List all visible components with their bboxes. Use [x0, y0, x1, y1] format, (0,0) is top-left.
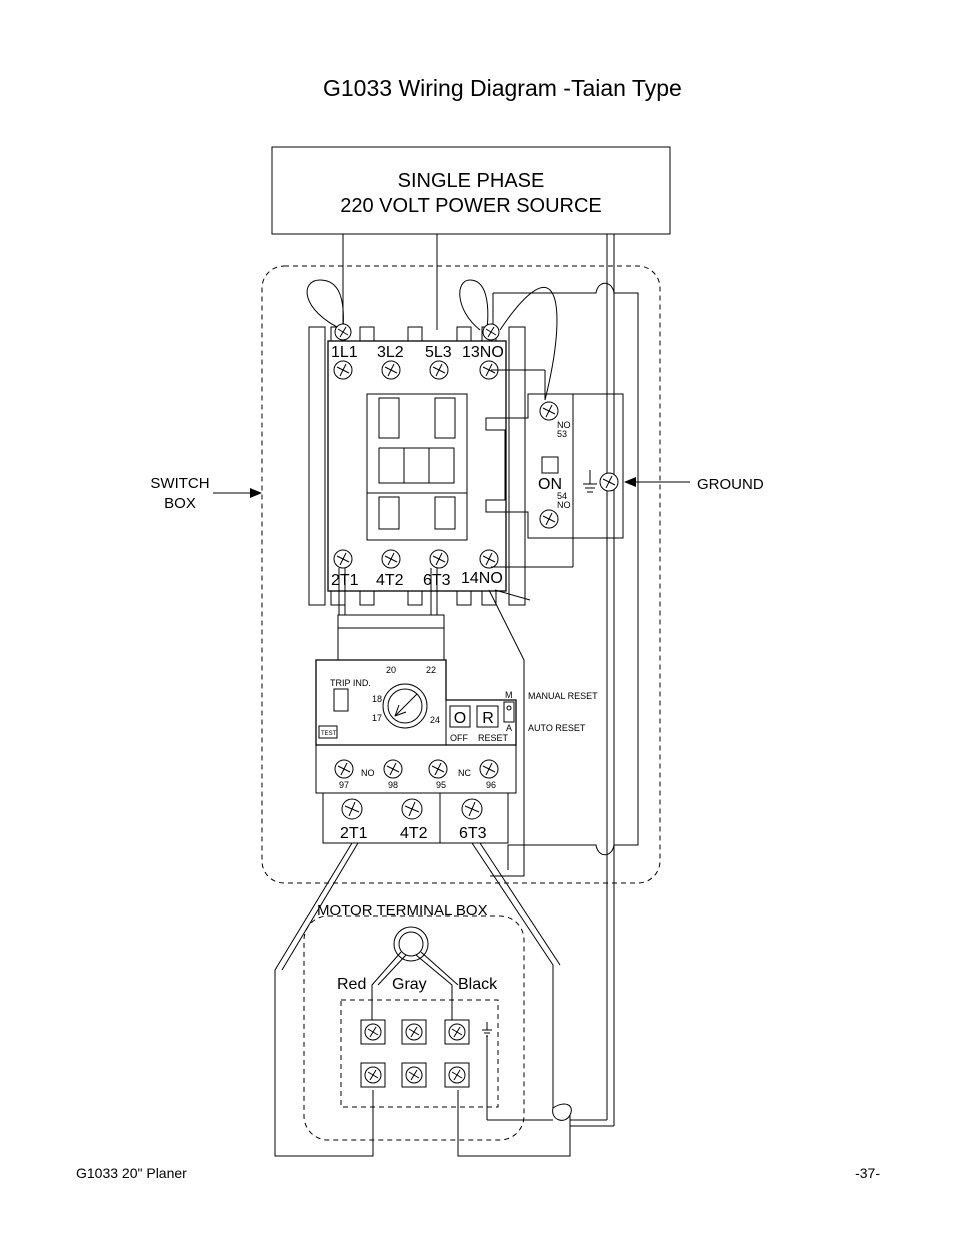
contactor-bottom-terminals: 2T1 4T2 6T3 14NO [331, 549, 503, 589]
screw-icon [539, 401, 559, 421]
power-source-line1: SINGLE PHASE [398, 170, 545, 192]
contactor-top-terminals: 1L1 3L2 5L3 13NO [331, 323, 504, 380]
terminal-screw-icon [401, 1019, 427, 1045]
contactor-to-overload-wires [338, 568, 531, 877]
off-button[interactable] [449, 705, 471, 728]
terminal-screw-icon [444, 1062, 470, 1088]
reset-mode-switch[interactable] [503, 701, 515, 723]
footer-left: G1033 20" Planer [76, 1165, 187, 1181]
aux-98: 98 [388, 780, 398, 790]
ground-symbol-icon [482, 1022, 553, 1121]
footer-right: -37- [855, 1165, 880, 1181]
screw-icon [479, 549, 499, 569]
screw-icon [429, 549, 449, 569]
dial-17: 17 [372, 713, 382, 723]
screw-icon [479, 759, 499, 779]
wire-color-label: Red [337, 976, 366, 993]
m-label: M [505, 690, 513, 700]
reset-label: RESET [478, 733, 509, 743]
aux-no54-a: 54 [557, 491, 567, 501]
aux-no53-a: NO [557, 420, 571, 430]
switch-box-callout: SWITCH BOX [150, 475, 262, 512]
screw-icon [381, 360, 401, 380]
terminal-label: 5L3 [425, 344, 452, 361]
screw-icon [401, 798, 423, 820]
screw-icon [482, 323, 500, 341]
switch-box-label-2: BOX [164, 495, 196, 512]
load-terminal-label: 2T1 [340, 825, 368, 842]
switch-box-outline [261, 265, 661, 884]
aux-95: 95 [436, 780, 446, 790]
terminal-screw-icon [444, 1019, 470, 1045]
ground-symbol-icon [583, 470, 597, 493]
screw-icon [381, 549, 401, 569]
reset-button[interactable] [476, 705, 499, 728]
screw-icon [333, 549, 353, 569]
screw-icon [599, 472, 619, 492]
motor-cable-wires [274, 842, 615, 1157]
terminal-label: 3L2 [377, 344, 404, 361]
screw-icon [428, 759, 448, 779]
terminal-screw-icon [360, 1019, 386, 1045]
a-label: A [506, 723, 512, 733]
page-title: G1033 Wiring Diagram -Taian Type [323, 75, 682, 101]
supply-wires [306, 234, 615, 1120]
terminal-screw-icon [360, 1062, 386, 1088]
overload-relay: TRIP IND. TEST 20 22 18 17 24 O R OFF RE… [315, 614, 598, 844]
ground-label: GROUND [697, 476, 764, 493]
dial-22: 22 [426, 665, 436, 675]
screw-icon [334, 323, 352, 341]
aux-96: 96 [486, 780, 496, 790]
screw-icon [461, 798, 483, 820]
terminal-block-outline [340, 999, 499, 1108]
arrow-left-icon [624, 477, 636, 487]
off-button-label: O [454, 710, 466, 727]
dial-18: 18 [372, 694, 382, 704]
aux-on-label: ON [538, 476, 562, 493]
aux-contact-block: NO 53 ON 54 NO [485, 369, 574, 568]
screw-icon [429, 360, 449, 380]
screw-icon [333, 360, 353, 380]
dial-20: 20 [386, 665, 396, 675]
aux-nc-label: NC [458, 768, 471, 778]
load-terminal-label: 6T3 [459, 825, 487, 842]
screw-icon [334, 759, 354, 779]
aux-97: 97 [339, 780, 349, 790]
test-label: TEST [321, 731, 337, 737]
motor-box-outline [303, 915, 525, 1141]
screw-icon [383, 759, 403, 779]
screw-icon [341, 798, 363, 820]
terminal-label: 4T2 [376, 572, 404, 589]
arrow-right-icon [250, 488, 262, 498]
dial-24: 24 [430, 715, 440, 725]
auto-reset-label: AUTO RESET [528, 723, 586, 733]
aux-no54-b: NO [557, 500, 571, 510]
switch-box-label-1: SWITCH [150, 475, 209, 492]
screw-icon [539, 509, 559, 529]
motor-terminal-box: MOTOR TERMINAL BOX Red Gray Black [303, 902, 553, 1141]
aux-no53-b: 53 [557, 429, 567, 439]
terminal-label: 14NO [461, 570, 503, 587]
power-source-line2: 220 VOLT POWER SOURCE [340, 195, 602, 217]
motor-box-label: MOTOR TERMINAL BOX [317, 902, 488, 919]
dial-icon [382, 683, 428, 729]
load-terminal-label: 4T2 [400, 825, 428, 842]
off-label: OFF [450, 733, 468, 743]
wire-color-label: Black [458, 976, 498, 993]
ground-bus [492, 282, 639, 870]
terminal-label: 13NO [462, 344, 504, 361]
manual-reset-label: MANUAL RESET [528, 691, 598, 701]
power-source-box: SINGLE PHASE 220 VOLT POWER SOURCE [271, 146, 671, 235]
trip-ind-label: TRIP IND. [330, 678, 371, 688]
ground-callout: GROUND [624, 476, 764, 493]
cable-grommet-icon [393, 926, 429, 962]
ground-terminal [583, 470, 619, 493]
wire-color-label: Gray [392, 976, 427, 993]
aux-no-label: NO [361, 768, 375, 778]
terminal-label: 1L1 [331, 344, 358, 361]
terminal-screw-icon [401, 1062, 427, 1088]
contactor [308, 326, 526, 606]
reset-button-label: R [482, 710, 494, 727]
